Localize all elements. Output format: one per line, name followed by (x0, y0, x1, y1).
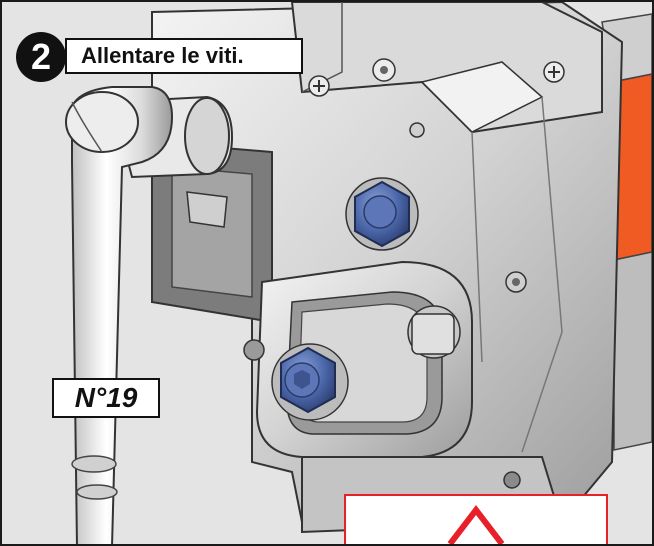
red-callout-box (344, 494, 608, 544)
phillips-screw-right (543, 61, 565, 83)
step-number-badge: 2 (16, 32, 66, 82)
wrench-size-label: N°19 (52, 378, 160, 418)
step-instruction-text: Allentare le viti. (65, 38, 303, 74)
hex-nut-side (407, 305, 461, 359)
hex-socket-screw-top (372, 58, 396, 82)
blue-nut-upper (345, 177, 419, 251)
phillips-screw-left (308, 75, 330, 97)
blue-nut-lower (271, 343, 349, 421)
